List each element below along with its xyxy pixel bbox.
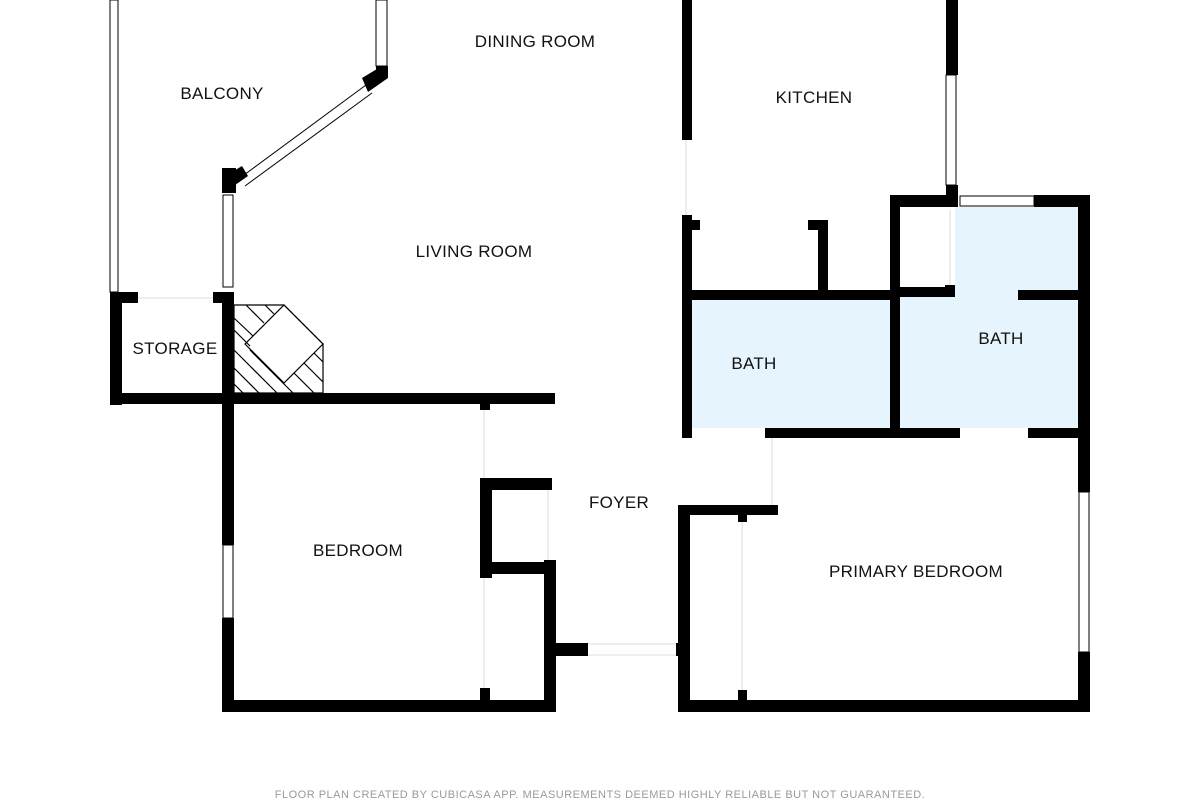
- room-label-bedroom: BEDROOM: [313, 541, 403, 560]
- fireplace-hatch: [233, 304, 324, 394]
- bath-fills: [692, 207, 1078, 428]
- windows: [109, 0, 1090, 653]
- room-label-dining-room: DINING ROOM: [474, 32, 596, 51]
- room-label-bath: BATH: [731, 354, 777, 373]
- room-label-storage: STORAGE: [132, 339, 218, 358]
- room-label-bath-primary: BATH: [978, 329, 1024, 348]
- room-label-foyer: FOYER: [588, 493, 650, 512]
- room-label-balcony: BALCONY: [180, 84, 264, 103]
- room-label-kitchen: KITCHEN: [775, 88, 853, 107]
- footer-disclaimer: FLOOR PLAN CREATED BY CUBICASA APP. MEAS…: [274, 789, 926, 801]
- room-label-living-room: LIVING ROOM: [415, 242, 533, 261]
- room-label-primary-bedroom: PRIMARY BEDROOM: [829, 562, 1003, 581]
- walls: [110, 0, 1090, 712]
- door-openings: [138, 140, 951, 690]
